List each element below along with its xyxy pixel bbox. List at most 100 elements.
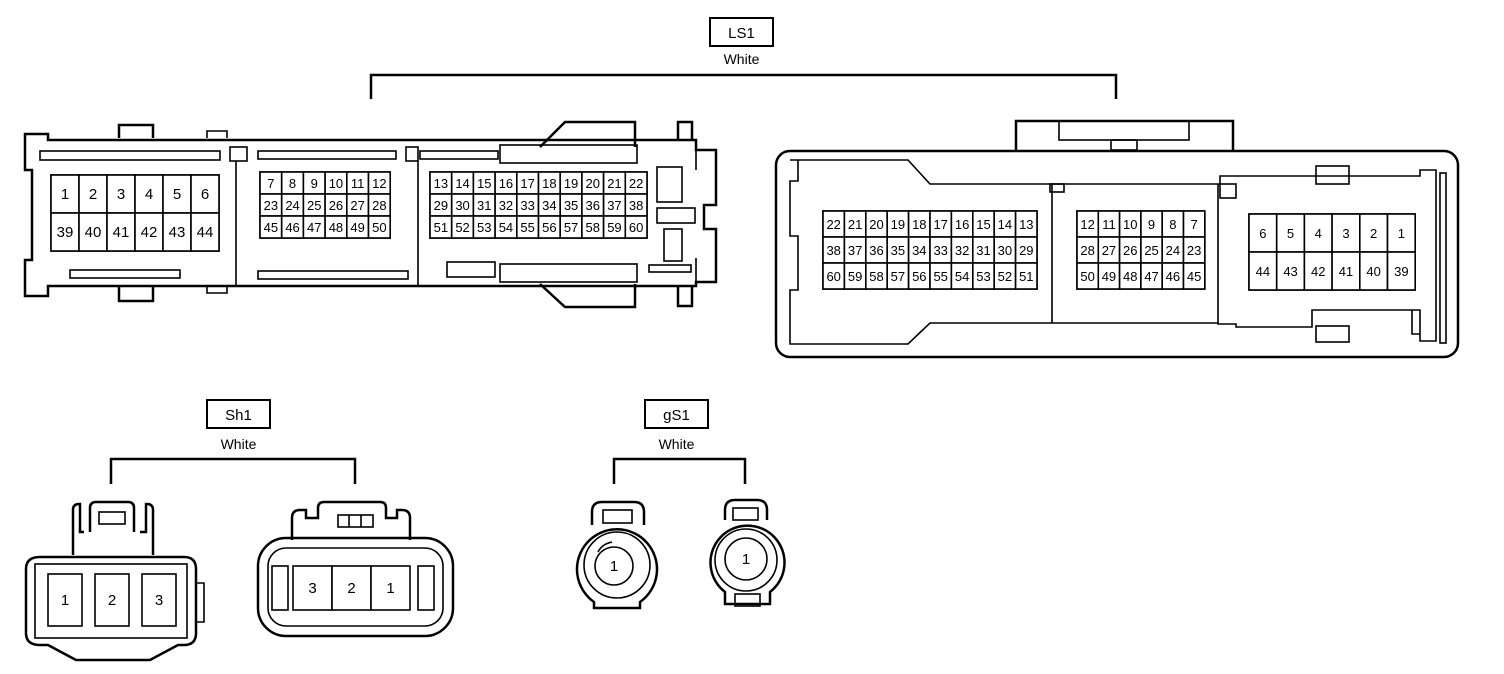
gs1-bracket xyxy=(612,457,747,484)
ls1-left-pin-label: 44 xyxy=(197,224,214,241)
ls1-left-pin-label: 50 xyxy=(372,220,386,235)
ls1-right-rib xyxy=(1439,172,1447,344)
ls1-left-pin-label: 27 xyxy=(350,198,364,213)
ls1-left-pin-label: 4 xyxy=(145,186,153,203)
ls1-right-pin-label: 27 xyxy=(1102,243,1116,258)
sh1-left-pin-label: 3 xyxy=(155,592,163,609)
ls1-right-pin-cell xyxy=(1331,251,1361,291)
ls1-right-rib xyxy=(1411,310,1420,335)
ls1-left-pin-label: 6 xyxy=(201,186,209,203)
ls1-left-divider xyxy=(235,161,419,286)
ls1-left-pin-label: 37 xyxy=(607,198,621,213)
sh1-left-pin-label: 2 xyxy=(108,592,116,609)
sh1-name: Sh1 xyxy=(225,407,252,424)
ls1-left-pin-label: 10 xyxy=(329,176,343,191)
gs1-left-connector: 1 xyxy=(575,500,659,610)
ls1-right-pin-label: 53 xyxy=(976,269,990,284)
sh1-right-housing xyxy=(256,536,455,638)
ls1-left-pin-label: 23 xyxy=(264,198,278,213)
sh1-right-connector: 3 2 1 xyxy=(256,500,455,638)
ls1-left-slot xyxy=(229,146,248,162)
ls1-left-pin-label: 5 xyxy=(173,186,181,203)
gs1-right-housing xyxy=(709,524,786,606)
ls1-right-pin-cell xyxy=(1275,213,1306,253)
ls1-color: White xyxy=(724,51,760,67)
ls1-right-pin-label: 47 xyxy=(1144,269,1158,284)
ls1-left-pin-label: 34 xyxy=(542,198,556,213)
ls1-right-housing xyxy=(774,149,1460,359)
ls1-right-pin-label: 4 xyxy=(1315,226,1322,241)
ls1-left-pin-label: 17 xyxy=(520,176,534,191)
ls1-right-pin-label: 1 xyxy=(1398,226,1405,241)
ls1-left-pin-label: 7 xyxy=(267,176,274,191)
ls1-left-pin-label: 49 xyxy=(350,220,364,235)
ls1-right-pin-label: 25 xyxy=(1144,243,1158,258)
ls1-left-latch-bottom xyxy=(676,286,694,308)
ls1-right-pin-label: 19 xyxy=(891,217,905,232)
sh1-left-pin xyxy=(94,573,130,627)
ls1-left-pin-label: 43 xyxy=(169,224,186,241)
ls1-left-pin-cell xyxy=(162,212,192,252)
ls1-right-pin-label: 58 xyxy=(869,269,883,284)
ls1-right-pin-label: 17 xyxy=(933,217,947,232)
ls1-right-pin-label: 15 xyxy=(976,217,990,232)
ls1-left-pin-label: 19 xyxy=(564,176,578,191)
ls1-left-pin-label: 9 xyxy=(311,176,318,191)
ls1-right-pin-label: 22 xyxy=(826,217,840,232)
ls1-left-pin-label: 2 xyxy=(89,186,97,203)
gs1-name-box xyxy=(644,399,709,429)
gs1-left-pin-key xyxy=(597,541,613,553)
ls1-right-top-hood xyxy=(1014,119,1235,150)
ls1-left-pin-label: 51 xyxy=(434,220,448,235)
ls1-right-pin-label: 43 xyxy=(1283,264,1297,279)
ls1-right-pin-cell xyxy=(1386,251,1417,291)
ls1-left-slot xyxy=(419,150,499,160)
ls1-left-pin-cell xyxy=(190,174,220,214)
gs1-left-latch-window xyxy=(602,509,633,524)
ls1-left-pin-cell xyxy=(50,212,80,252)
ls1-right-pin-label: 51 xyxy=(1019,269,1033,284)
sh1-right-latch-ribs xyxy=(348,515,362,527)
ls1-left-pin-label: 8 xyxy=(289,176,296,191)
ls1-right-pin-label: 24 xyxy=(1166,243,1180,258)
ls1-right-pin-label: 39 xyxy=(1394,264,1408,279)
ls1-left-pin-label: 58 xyxy=(586,220,600,235)
ls1-right-pin-cell xyxy=(1303,213,1333,253)
ls1-left-slot xyxy=(446,261,496,278)
ls1-right-pin-label: 41 xyxy=(1339,264,1353,279)
sh1-left-side-rib xyxy=(196,582,205,623)
ls1-left-bottom-tab-small xyxy=(206,286,228,294)
sh1-left-pin xyxy=(141,573,177,627)
gs1-right-bottom-slot xyxy=(734,593,761,607)
ls1-left-pin-label: 14 xyxy=(455,176,469,191)
sh1-right-pin xyxy=(370,565,411,611)
ls1-left-slot xyxy=(405,146,419,162)
sh1-right-pin-label: 2 xyxy=(347,580,355,597)
ls1-right-pin-label: 37 xyxy=(848,243,862,258)
ls1-left-pin-label: 59 xyxy=(607,220,621,235)
ls1-left-pin-label: 40 xyxy=(85,224,102,241)
ls1-left-slot xyxy=(656,207,696,224)
ls1-right-pin-label: 42 xyxy=(1311,264,1325,279)
ls1-left-top-tab-small xyxy=(206,130,228,138)
ls1-right-pin-label: 2 xyxy=(1370,226,1377,241)
ls1-left-pin-label: 20 xyxy=(586,176,600,191)
sh1-right-pin-label: 3 xyxy=(308,580,316,597)
gs1-right-latch-window xyxy=(732,507,759,521)
gs1-right-latch xyxy=(723,498,769,520)
sh1-right-latch-window xyxy=(337,514,374,528)
sh1-color: White xyxy=(221,436,257,452)
ls1-right-pin-label: 50 xyxy=(1080,269,1094,284)
gs1-left-pin-label: 1 xyxy=(610,558,618,575)
sh1-right-pin xyxy=(292,565,333,611)
ls1-left-pin-label: 55 xyxy=(520,220,534,235)
ls1-right-pin-cell xyxy=(1182,262,1206,290)
ls1-right-pin-label: 10 xyxy=(1123,217,1137,232)
ls1-left-pin-label: 29 xyxy=(434,198,448,213)
ls1-right-pin-label: 32 xyxy=(955,243,969,258)
sh1-right-pin xyxy=(331,565,372,611)
ls1-left-pin-label: 35 xyxy=(564,198,578,213)
